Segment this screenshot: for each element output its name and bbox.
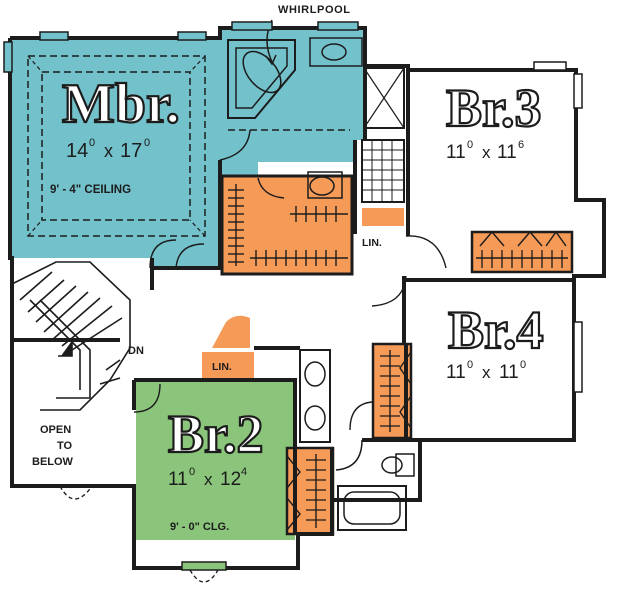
svg-text:14: 14: [66, 140, 88, 162]
hall-bath: [299, 349, 415, 531]
master-suite-area: [10, 28, 365, 268]
br3-dimension: 11 0 x 11 6: [446, 139, 524, 163]
br4-closet: [371, 342, 413, 440]
linen-left-fill: [202, 352, 254, 378]
svg-text:0: 0: [89, 137, 95, 149]
br4-room-name: Br.4: [448, 300, 544, 360]
whirlpool-label: WHIRLPOOL: [278, 4, 351, 16]
whirlpool-tub: [227, 39, 296, 119]
windows: [3, 21, 583, 393]
svg-text:0: 0: [467, 139, 473, 151]
svg-text:0: 0: [144, 137, 150, 149]
stair-dn-label: DN: [128, 345, 144, 357]
svg-text:0: 0: [467, 359, 473, 371]
svg-text:x: x: [482, 363, 491, 382]
open-to-below-line3: BELOW: [32, 456, 74, 468]
svg-text:11: 11: [499, 362, 519, 383]
svg-text:11: 11: [446, 142, 466, 163]
vanity-top: [309, 37, 363, 67]
br2-ceiling-label: 9' - 0" CLG.: [170, 521, 229, 533]
bedroom-2-area: [136, 380, 295, 540]
open-to-below-line2: TO: [57, 440, 73, 452]
br4-dimension: 11 0 x 11 0: [446, 359, 526, 383]
hall-closet-fill: [212, 315, 250, 348]
br3-room-name: Br.3: [446, 78, 542, 138]
svg-text:6: 6: [518, 139, 524, 151]
svg-text:11: 11: [497, 142, 517, 163]
svg-text:x: x: [482, 143, 491, 162]
svg-text:17: 17: [120, 140, 142, 162]
svg-text:0: 0: [189, 466, 195, 478]
master-suite: [27, 19, 405, 269]
svg-text:12: 12: [220, 469, 241, 490]
bath-tile-grid: [361, 139, 405, 203]
br3-closet: [470, 230, 574, 274]
stairs: [11, 261, 131, 411]
master-room-name: Mbr.: [62, 73, 180, 135]
svg-text:11: 11: [168, 469, 188, 490]
br2-dimension: 11 0 x 12 4: [168, 466, 247, 490]
br2-window: [181, 561, 227, 583]
svg-text:4: 4: [241, 466, 247, 478]
linen-label-left: LIN.: [212, 361, 232, 373]
svg-text:x: x: [204, 470, 213, 489]
svg-text:x: x: [104, 141, 113, 161]
master-dimension: 14 0 x 17 0: [66, 137, 150, 162]
hall-doors: [59, 235, 447, 500]
svg-text:0: 0: [520, 359, 526, 371]
br2-room-name: Br.2: [168, 404, 264, 464]
master-ceiling-label: 9' - 4" CEILING: [50, 184, 131, 196]
svg-text:11: 11: [446, 362, 466, 383]
bath-linen-fill: [362, 208, 404, 226]
br2-closet: [285, 446, 335, 536]
hall-toilet: [381, 456, 403, 474]
linen-label-right: LIN.: [362, 237, 382, 249]
open-to-below-line1: OPEN: [40, 424, 71, 436]
